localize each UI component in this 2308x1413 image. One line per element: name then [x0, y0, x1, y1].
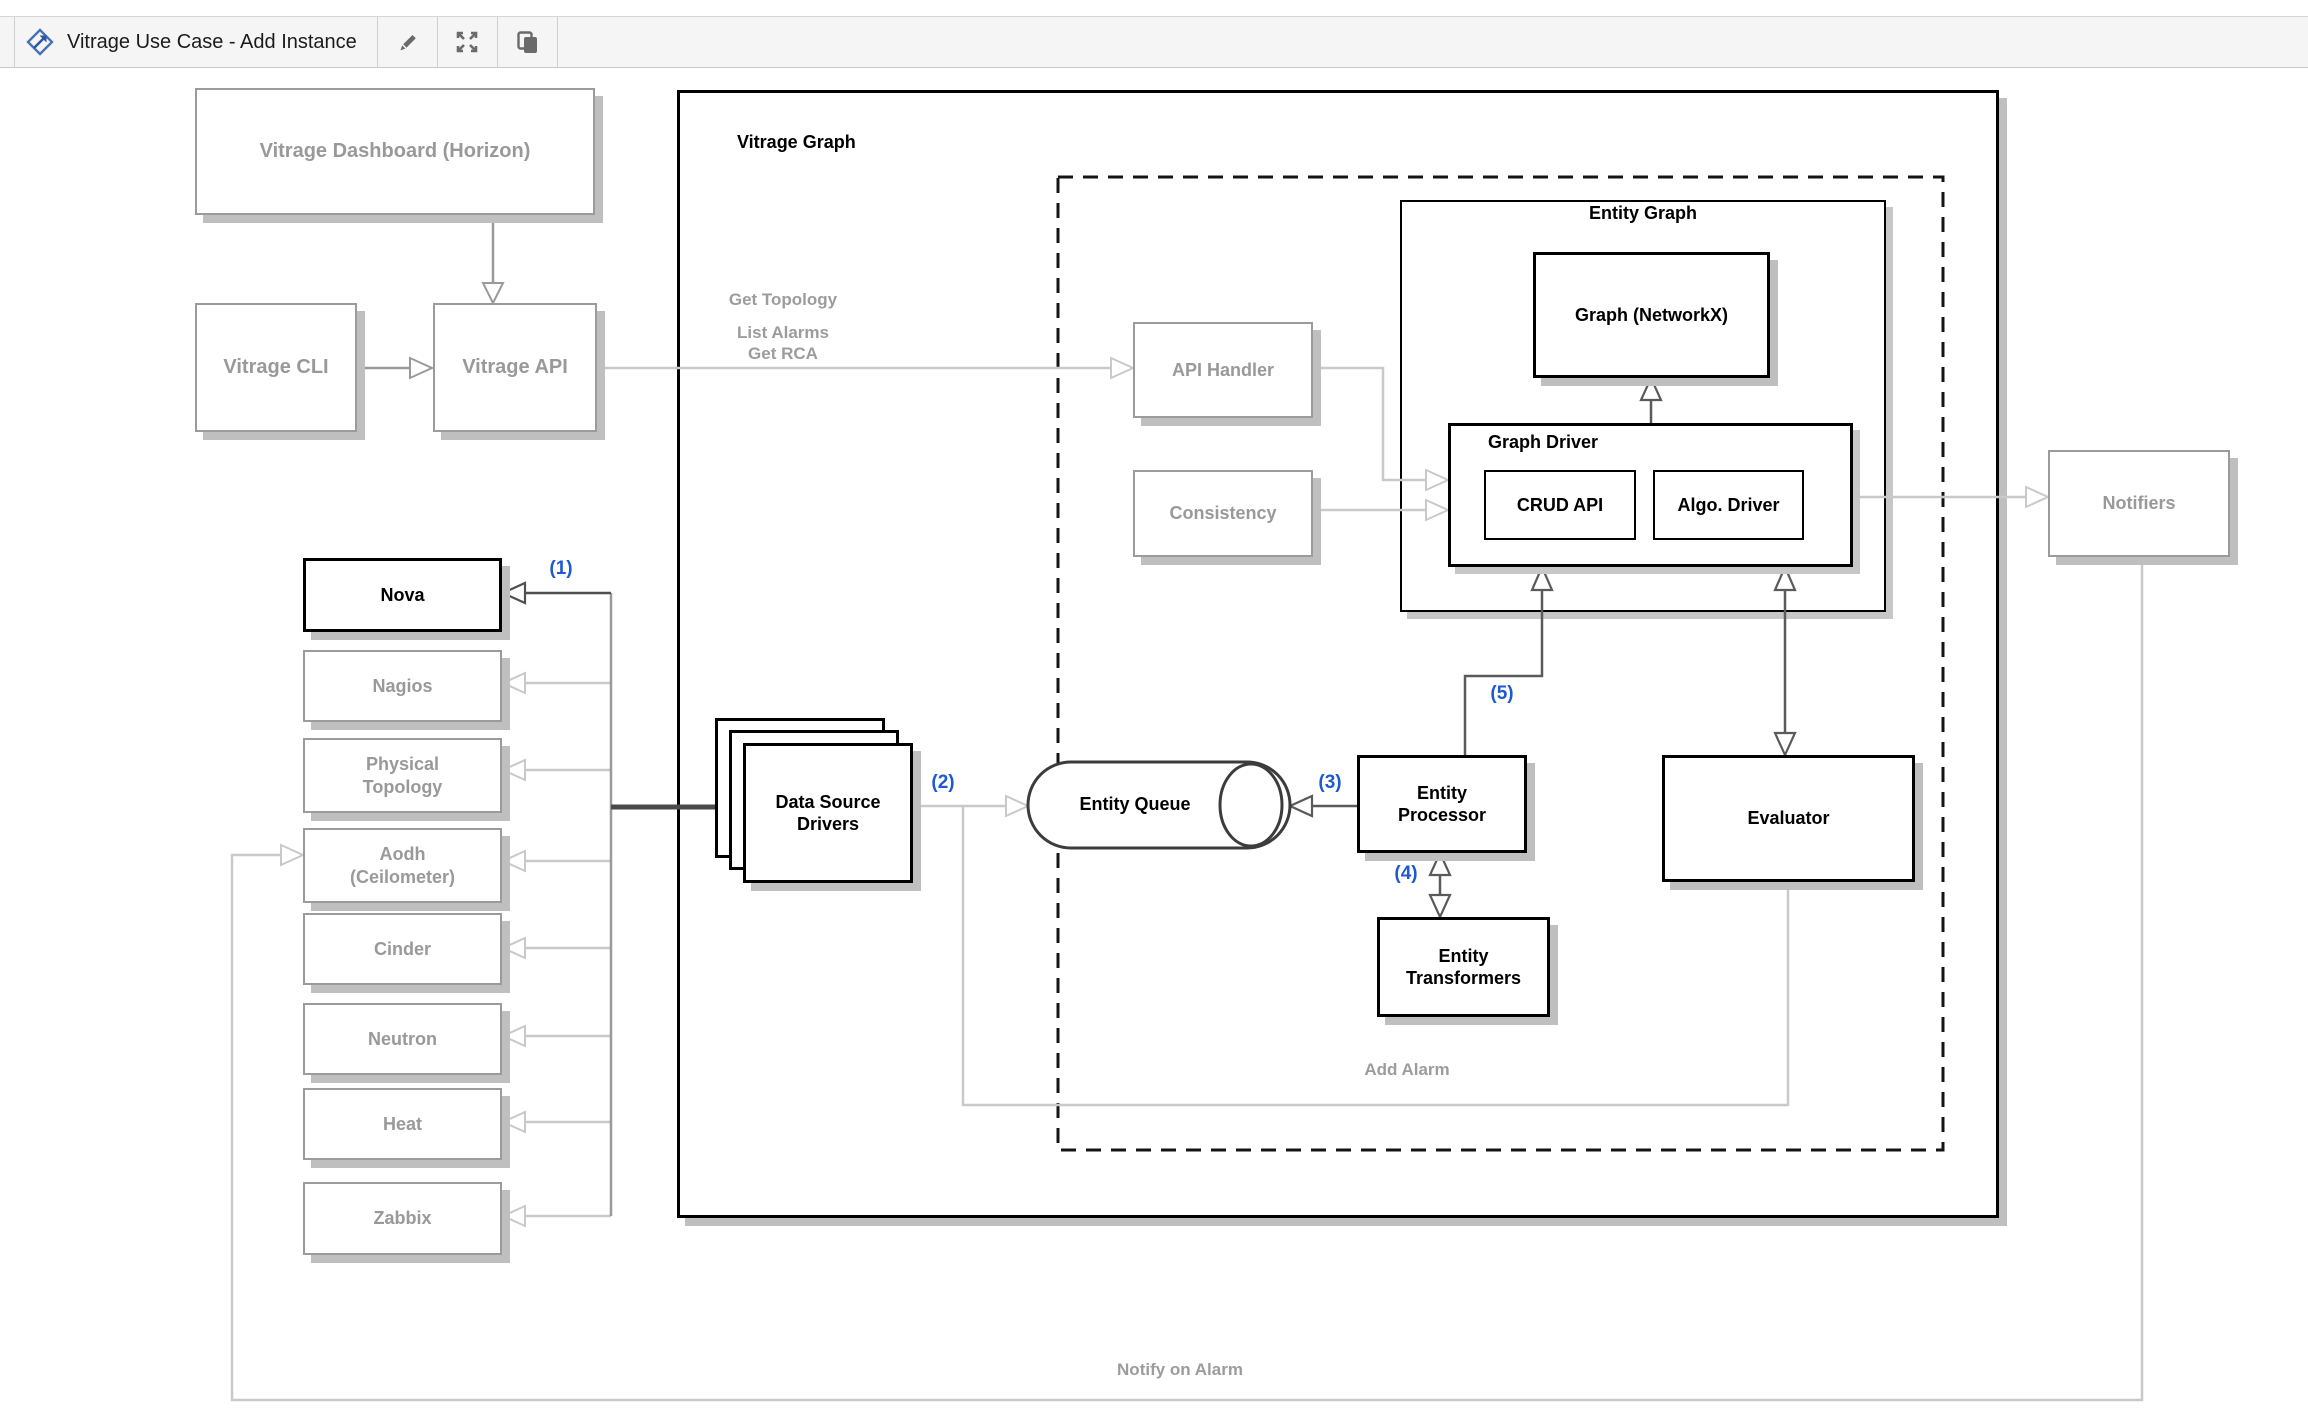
diagram-title: Vitrage Use Case - Add Instance	[67, 30, 357, 53]
node-crud-api: CRUD API	[1484, 470, 1636, 540]
step-label-3: (3)	[1318, 772, 1342, 793]
entity-queue-shape	[1026, 760, 1292, 850]
edge-add-alarm	[961, 806, 1790, 1107]
annotation-get-topology: Get Topology	[728, 290, 838, 309]
arrowhead	[481, 282, 505, 306]
node-algo-driver: Algo. Driver	[1653, 470, 1804, 540]
graph-driver-title: Graph Driver	[1488, 432, 1599, 452]
toolbar-title-cell: Vitrage Use Case - Add Instance	[14, 17, 378, 67]
node-vitrage-cli: Vitrage CLI	[195, 303, 357, 432]
diagram-viewer-toolbar: Vitrage Use Case - Add Instance	[0, 16, 2308, 68]
node-aodh: Aodh (Ceilometer)	[303, 828, 502, 903]
node-entity-transformers: Entity Transformers	[1377, 917, 1550, 1017]
node-notifiers: Notifiers	[2048, 450, 2230, 557]
vitrage-graph-title: Vitrage Graph	[737, 132, 856, 152]
fullscreen-button[interactable]	[438, 17, 498, 67]
annotation-get-rca: Get RCA	[748, 344, 818, 363]
edge-processor-to-graphdriver	[1463, 590, 1544, 755]
node-data-source-drivers: Data Source Drivers	[743, 743, 913, 883]
edge-apihandler-to-graphdriver	[1313, 366, 1426, 482]
step-label-1: (1)	[549, 558, 573, 579]
node-vitrage-dashboard: Vitrage Dashboard (Horizon)	[195, 88, 595, 215]
node-heat: Heat	[303, 1088, 502, 1160]
node-nagios: Nagios	[303, 650, 502, 722]
entity-graph-title: Entity Graph	[1588, 203, 1697, 223]
annotation-notify-on-alarm: Notify on Alarm	[1117, 1360, 1243, 1379]
node-graph-networkx: Graph (NetworkX)	[1533, 252, 1770, 378]
node-entity-processor: Entity Processor	[1357, 755, 1527, 853]
copy-icon	[513, 28, 541, 56]
fullscreen-arrows-icon	[453, 28, 481, 56]
node-neutron: Neutron	[303, 1003, 502, 1075]
arrowhead	[409, 356, 435, 380]
node-cinder: Cinder	[303, 913, 502, 985]
node-nova: Nova	[303, 558, 502, 632]
step-label-5: (5)	[1490, 683, 1514, 704]
gliffy-logo-icon	[25, 27, 55, 57]
node-consistency: Consistency	[1133, 470, 1313, 557]
node-vitrage-api: Vitrage API	[433, 303, 597, 432]
pencil-icon	[393, 28, 421, 56]
step-label-2: (2)	[931, 772, 955, 793]
edge-notify-on-alarm	[230, 557, 2144, 1402]
node-evaluator: Evaluator	[1662, 755, 1915, 882]
edit-button[interactable]	[378, 17, 438, 67]
node-api-handler: API Handler	[1133, 322, 1313, 418]
annotation-add-alarm: Add Alarm	[1364, 1060, 1450, 1079]
node-zabbix: Zabbix	[303, 1182, 502, 1255]
entity-queue-label: Entity Queue	[1079, 794, 1191, 814]
annotation-list-alarms: List Alarms	[737, 323, 829, 342]
node-graph-driver: CRUD API Algo. Driver	[1448, 423, 1853, 567]
node-physical-topology: Physical Topology	[303, 738, 502, 813]
copy-button[interactable]	[498, 17, 558, 67]
dashed-boundary	[1056, 175, 1945, 1152]
step-label-4: (4)	[1394, 863, 1418, 884]
